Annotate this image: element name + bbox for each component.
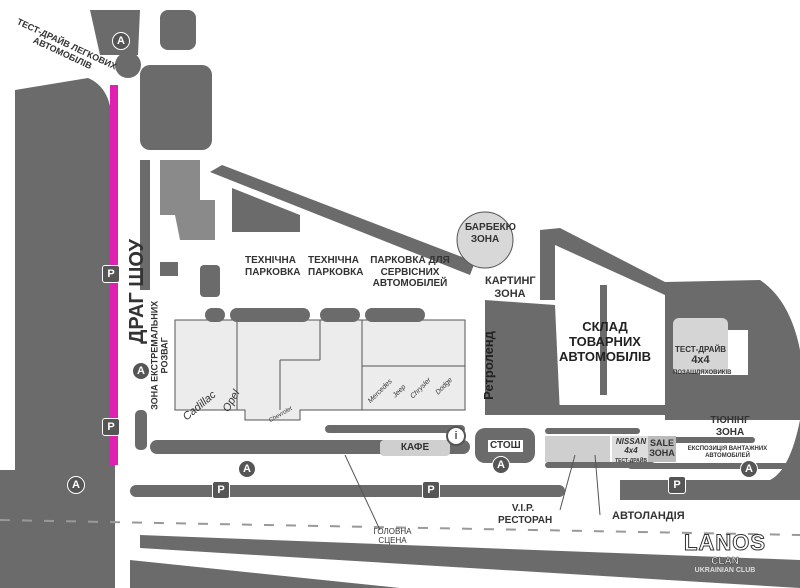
roundabout bbox=[115, 52, 141, 78]
label-tech-parking-1: ТЕХНІЧНА ПАРКОВКА bbox=[245, 255, 301, 278]
retroland-block bbox=[485, 300, 560, 415]
vip-pointer bbox=[559, 454, 576, 511]
left-road-block bbox=[15, 78, 115, 470]
stage-pointer bbox=[344, 454, 381, 531]
cafe-area bbox=[380, 440, 450, 456]
marker-a: A bbox=[132, 362, 150, 380]
bottom-road bbox=[130, 560, 400, 588]
test-drive-4x4-sub: 4x4 bbox=[691, 354, 710, 367]
nissan-4x4: 4x4 bbox=[624, 446, 638, 456]
block bbox=[230, 308, 310, 322]
test-drive-4x4-title: ТЕСТ-ДРАЙВ bbox=[675, 345, 726, 354]
label-extreme-zone: ЗОНА ЕКСТРЕМАЛЬНИХ РОЗВАГ bbox=[149, 300, 170, 410]
label-service-parking: ПАРКОВКА ДЛЯ СЕРВІСНИХ АВТОМОБІЛЕЙ bbox=[370, 255, 450, 289]
label-vip-restaurant: V.I.P. РЕСТОРАН bbox=[498, 503, 553, 526]
logo-name: LANOS bbox=[684, 530, 766, 556]
dashed-path bbox=[0, 519, 800, 536]
marker-a: A bbox=[492, 456, 510, 474]
sale-zone-area bbox=[648, 436, 676, 462]
marker-a: A bbox=[238, 460, 256, 478]
label-bbq-zone: БАРБЕКЮ ЗОНА bbox=[465, 222, 516, 245]
marker-parking: P bbox=[668, 476, 686, 494]
block bbox=[365, 308, 425, 322]
label-sto: СТОШ bbox=[488, 440, 523, 452]
bbq-zone-circle bbox=[456, 211, 514, 269]
logo-sub: CLAN bbox=[711, 556, 739, 568]
marker-a: A bbox=[67, 476, 85, 494]
lanos-clan-logo: LANOS CLAN UKRAINIAN CLUB bbox=[655, 530, 795, 575]
marker-parking: P bbox=[102, 418, 120, 436]
bottom-left-block bbox=[0, 470, 115, 588]
label-drag-show: ДРАГ ШОУ bbox=[125, 239, 148, 344]
road bbox=[545, 428, 640, 434]
block bbox=[320, 308, 360, 322]
label-tuning-zone: ТЮНІНГ ЗОНА bbox=[710, 415, 750, 438]
road bbox=[628, 463, 788, 469]
road bbox=[135, 410, 147, 450]
label-karting-zone: КАРТИНГ ЗОНА bbox=[485, 275, 536, 300]
logo-tagline: UKRAINIAN CLUB bbox=[694, 567, 756, 574]
marker-a: A bbox=[740, 460, 758, 478]
marker-parking: P bbox=[102, 265, 120, 283]
nissan-title: NISSAN bbox=[615, 437, 647, 446]
test-drive-4x4-area bbox=[673, 318, 728, 373]
info-icon: i bbox=[446, 426, 466, 446]
building bbox=[160, 160, 215, 240]
marker-a: A bbox=[112, 32, 130, 50]
block bbox=[205, 308, 225, 322]
label-retroland: Ретроленд bbox=[480, 331, 496, 400]
hall-roof-blocks bbox=[205, 308, 425, 322]
diagonal-road bbox=[210, 165, 475, 275]
label-cafe: КАФЕ bbox=[400, 442, 430, 453]
road bbox=[130, 485, 565, 497]
road bbox=[600, 285, 607, 395]
hall-outline bbox=[174, 319, 466, 421]
label-sale-zone: SALE ЗОНА bbox=[649, 438, 675, 459]
road bbox=[140, 160, 150, 290]
nissan-test-drive: ТЕСТ-ДРАЙВ bbox=[615, 458, 647, 465]
label-trucks-expo: ЕКСПОЗИЦІЯ ВАНТАЖНИХ АВТОМОБІЛЕЙ bbox=[687, 446, 768, 459]
block bbox=[140, 65, 212, 150]
label-warehouse: СКЛАД ТОВАРНИХ АВТОМОБІЛІВ bbox=[558, 319, 652, 364]
test-drive-4x4-offroad: ПОЗАШЛЯХОВИКІВ bbox=[673, 369, 732, 376]
label-tech-parking-2: ТЕХНІЧНА ПАРКОВКА bbox=[308, 255, 364, 278]
road bbox=[325, 425, 465, 433]
bottom-road bbox=[140, 535, 800, 588]
block bbox=[200, 265, 220, 297]
exhibition-hall bbox=[174, 319, 466, 421]
nissan-area bbox=[612, 436, 650, 462]
roads-and-blocks bbox=[0, 10, 800, 588]
road bbox=[555, 405, 665, 415]
marker-parking: P bbox=[212, 481, 230, 499]
autolandia-pointer bbox=[594, 454, 601, 516]
vip-restaurant-area bbox=[545, 436, 610, 462]
block bbox=[160, 10, 196, 50]
road bbox=[660, 437, 755, 443]
block bbox=[160, 262, 178, 276]
marker-parking: P bbox=[422, 481, 440, 499]
label-autolandia: АВТОЛАНДІЯ bbox=[612, 510, 685, 522]
block bbox=[695, 390, 740, 412]
road bbox=[620, 420, 800, 500]
label-main-stage: ГОЛОВНА СЦЕНА bbox=[373, 527, 412, 546]
block bbox=[232, 188, 300, 232]
